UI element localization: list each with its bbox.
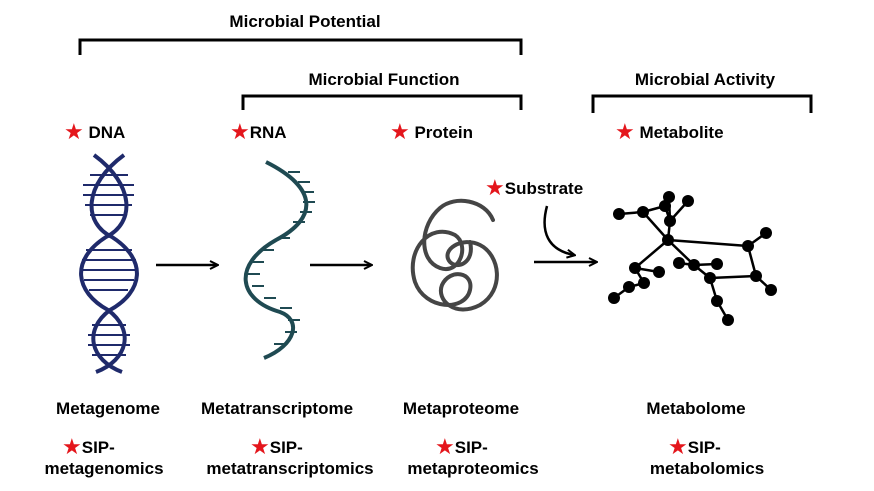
red-star-icon: ★ <box>250 434 270 459</box>
omics-metaproteome: Metaproteome <box>402 399 520 418</box>
sip-metaproteomics-line1: ★SIP- <box>435 434 488 459</box>
omics-metabolome: Metabolome <box>646 399 746 418</box>
red-star-icon: ★ <box>390 119 410 144</box>
bracket-title-activity: Microbial Activity <box>634 70 776 89</box>
sip-metatranscriptomics-line2: metatranscriptomics <box>206 459 374 478</box>
red-star-icon: ★ <box>435 434 455 459</box>
sip-metagenomics-line2: metagenomics <box>44 459 164 478</box>
sip-metagenomics-line1: ★SIP- <box>62 434 115 459</box>
bracket-title-function: Microbial Function <box>308 70 460 89</box>
arrow-substrate-curve <box>543 205 574 255</box>
label-rna: ★RNA <box>230 119 287 144</box>
sip-metabolomics-line2: metabolomics <box>649 459 765 478</box>
dna-double-helix-icon <box>79 153 139 374</box>
red-star-icon: ★ <box>485 175 505 200</box>
bracket-microbial-potential <box>78 38 523 55</box>
sip-metabolomics-line1: ★SIP- <box>668 434 721 459</box>
red-star-icon: ★ <box>668 434 688 459</box>
sip-metaproteomics-line2: metaproteomics <box>407 459 539 478</box>
label-protein: ★ Protein <box>390 119 474 144</box>
red-star-icon: ★ <box>615 119 635 144</box>
red-star-icon: ★ <box>62 434 82 459</box>
omics-metagenome: Metagenome <box>56 399 160 418</box>
red-star-icon: ★ <box>230 119 250 144</box>
folded-protein-icon <box>410 198 499 312</box>
metabolite-network-icon <box>608 191 777 326</box>
sip-metatranscriptomics-line1: ★SIP- <box>250 434 303 459</box>
omics-metatranscriptome: Metatranscriptome <box>200 399 354 418</box>
label-dna: ★ DNA <box>64 119 126 144</box>
rna-strand-icon <box>243 160 315 360</box>
bracket-title-potential: Microbial Potential <box>229 12 381 31</box>
label-metabolite: ★ Metabolite <box>615 119 724 144</box>
label-substrate: ★Substrate <box>485 175 584 200</box>
bracket-microbial-activity <box>591 94 813 113</box>
red-star-icon: ★ <box>64 119 84 144</box>
bracket-microbial-function <box>241 94 523 110</box>
